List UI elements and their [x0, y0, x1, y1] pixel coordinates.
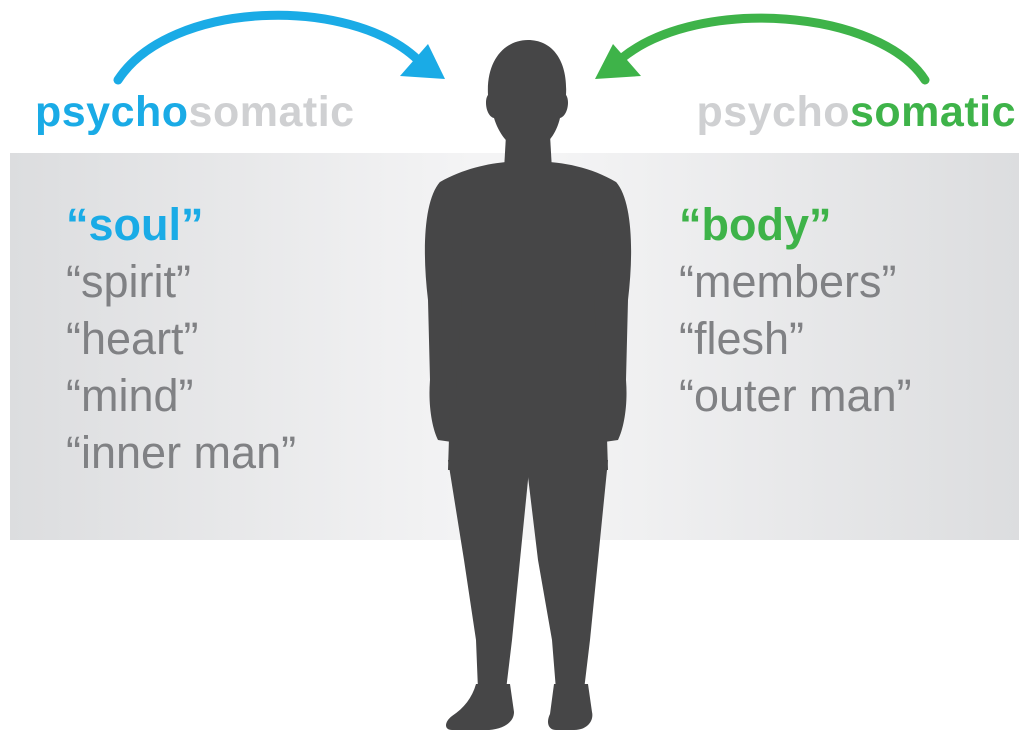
term-item: “members” [679, 256, 897, 307]
term-item: “spirit” [66, 256, 191, 307]
heading-psycho-emphasis: psychosomatic [35, 82, 355, 142]
key-term-soul: “soul” [66, 199, 204, 250]
heading-highlight: psycho [35, 88, 189, 136]
term-item: “heart” [66, 313, 199, 364]
soul-terms-list: “soul” “spirit” “heart” “mind” “inner ma… [66, 196, 296, 481]
term-item: “mind” [66, 370, 194, 421]
term-item: “flesh” [679, 313, 805, 364]
heading-highlight: somatic [849, 88, 1016, 136]
curved-arrow-right-icon [113, 10, 445, 85]
arrows-layer [113, 10, 930, 85]
curved-arrow-left-icon [595, 13, 930, 85]
heading-somatic-emphasis: psychosomatic [696, 82, 1016, 142]
body-terms-list: “body” “members” “flesh” “outer man” [679, 196, 912, 424]
term-item: “outer man” [679, 370, 912, 421]
key-term-body: “body” [679, 199, 832, 250]
heading-rest: psycho [696, 88, 850, 136]
term-item: “inner man” [66, 427, 297, 478]
heading-rest: somatic [188, 88, 355, 136]
